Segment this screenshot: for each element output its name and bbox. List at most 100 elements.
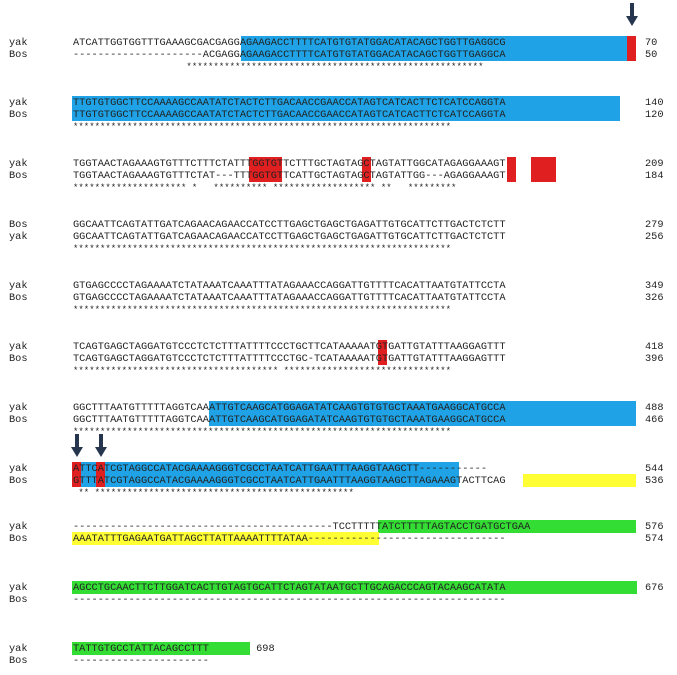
position-number: 676 [645, 582, 664, 594]
sequence-row: ---------------------ACGAGGAGAAGACCTTTTC… [73, 49, 506, 61]
mismatch-red-highlight [96, 462, 106, 475]
insert-green-highlight [72, 581, 637, 594]
species-label: Bos [9, 414, 28, 426]
mismatch-red-highlight [96, 474, 106, 487]
mismatch-red-highlight [257, 169, 283, 182]
mismatch-red-highlight [361, 169, 371, 182]
consensus-row: ** *************************************… [73, 488, 354, 498]
mismatch-red-highlight [627, 48, 637, 61]
species-label: Bos [9, 109, 28, 121]
mismatch-red-highlight [249, 169, 259, 182]
species-label: Bos [9, 475, 28, 487]
mismatch-red-highlight [377, 340, 387, 353]
position-number: 184 [645, 170, 664, 182]
exon-blue-highlight [208, 413, 637, 426]
species-label: yak [9, 463, 28, 475]
mismatch-red-highlight [530, 169, 556, 182]
consensus-row: ****************************************… [73, 122, 452, 132]
position-number: 209 [645, 158, 664, 170]
sequence-row: TTGTGTGGCTTCCAAAAGCCAATATCTACTCTTGACAACC… [73, 97, 506, 109]
insert-yellow-highlight [522, 474, 637, 487]
mismatch-red-highlight [377, 352, 387, 365]
mismatch-red-highlight [361, 157, 371, 170]
position-number: 396 [645, 353, 664, 365]
position-number: 349 [645, 280, 664, 292]
species-label: Bos [9, 49, 28, 61]
exon-blue-highlight [208, 401, 637, 414]
sequence-row: GTGAGCCCCTAGAAAATCTATAAATCAAATTTATAGAAAC… [73, 280, 506, 292]
mismatch-red-highlight [72, 462, 82, 475]
consensus-row: ****************************************… [73, 305, 452, 315]
position-number: 326 [645, 292, 664, 304]
mismatch-red-highlight [530, 157, 556, 170]
position-number: 279 [645, 219, 664, 231]
species-label: Bos [9, 219, 28, 231]
species-label: Bos [9, 292, 28, 304]
position-number: 256 [645, 231, 664, 243]
species-label: yak [9, 643, 28, 655]
consensus-row: ************************************** *… [73, 366, 452, 376]
position-number: 576 [645, 521, 664, 533]
species-label: yak [9, 158, 28, 170]
mismatch-red-highlight [627, 36, 637, 49]
exon-blue-highlight [241, 36, 637, 49]
position-number: 536 [645, 475, 664, 487]
sequence-row: ----------------------------------------… [73, 521, 531, 533]
sequence-row: GGCTTTAATGTTTTTAGGTCAAATTGTCAAGCATGGAGAT… [73, 414, 506, 426]
sequence-row: ATTCATCGTAGGCCATACGAAAAGGGTCGCCTAATCATTG… [73, 463, 488, 475]
exon-blue-highlight [241, 48, 637, 61]
exon-blue-highlight [72, 108, 621, 121]
mismatch-red-highlight [249, 157, 259, 170]
position-number: 70 [645, 37, 658, 49]
sequence-row: AGCCTGCAACTTCTTGGATCACTTGTAGTGCATTCTAGTA… [73, 582, 506, 594]
insert-green-highlight [72, 642, 251, 655]
mismatch-red-highlight [506, 169, 516, 182]
position-number: 418 [645, 341, 664, 353]
species-label: yak [9, 231, 28, 243]
species-label: yak [9, 341, 28, 353]
sequence-row: ---------------------- [73, 655, 209, 667]
sequence-row: TATTGTGCCTATTACAGCCTTT [73, 643, 209, 655]
mismatch-red-highlight [506, 157, 516, 170]
sequence-row: GGCTTTAATGTTTTTAGGTCAAATTGTCAAGCATGGAGAT… [73, 402, 506, 414]
sequence-row: GTTTATCGTAGGCCATACGAAAAGGGTCGCCTAATCATTG… [73, 475, 506, 487]
species-label: yak [9, 582, 28, 594]
sequence-row: AAATATTTGAGAATGATTAGCTTATTAAAATTTTATAA--… [73, 533, 506, 545]
position-number: 466 [645, 414, 664, 426]
position-number: 50 [645, 49, 658, 61]
exon-blue-highlight [72, 474, 460, 487]
consensus-row: ****************************************… [73, 427, 452, 437]
mismatch-red-highlight [257, 157, 283, 170]
sequence-row: GGCAATTCAGTATTGATCAGAACAGAACCATCCTTGAGCT… [73, 231, 506, 243]
sequence-row: ----------------------------------------… [73, 594, 506, 606]
down-arrow-icon [95, 434, 108, 457]
species-label: yak [9, 402, 28, 414]
species-label: yak [9, 280, 28, 292]
species-label: yak [9, 37, 28, 49]
sequence-row: GTGAGCCCCTAGAAAATCTATAAATCAAATTTATAGAAAC… [73, 292, 506, 304]
sequence-row: ATCATTGGTGGTTTGAAAGCGACGAGGAGAAGACCTTTTC… [73, 37, 506, 49]
down-arrow-icon [71, 434, 83, 457]
sequence-row: GGCAATTCAGTATTGATCAGAACAGAACCATCCTTGAGCT… [73, 219, 506, 231]
position-number: 544 [645, 463, 664, 475]
species-label: Bos [9, 353, 28, 365]
consensus-row: ****************************************… [73, 244, 452, 254]
position-number: 574 [645, 533, 664, 545]
insert-green-highlight [377, 520, 637, 533]
species-label: yak [9, 521, 28, 533]
species-label: yak [9, 97, 28, 109]
position-number: 488 [645, 402, 664, 414]
sequence-row: TCAGTGAGCTAGGATGTCCCTCTCTTTATTTTCCCTGCTT… [73, 341, 506, 353]
sequence-row: TTGTGTGGCTTCCAAAAGCCAATATCTACTCTTGACAACC… [73, 109, 506, 121]
position-number: 140 [645, 97, 664, 109]
exon-blue-highlight [72, 462, 460, 475]
exon-blue-highlight [72, 96, 621, 109]
consensus-row: ********************* * ********** *****… [73, 183, 457, 193]
species-label: Bos [9, 655, 28, 667]
species-label: Bos [9, 533, 28, 545]
position-number: 120 [645, 109, 664, 121]
species-label: Bos [9, 594, 28, 606]
sequence-row: TGGTAACTAGAAAGTGTTTCTAT---TTTGGTGTTCATTG… [73, 170, 506, 182]
sequence-row: TGGTAACTAGAAAGTGTTTCTTTCTATTTGGTGTTCTTTG… [73, 158, 506, 170]
consensus-row: ****************************************… [73, 62, 484, 72]
